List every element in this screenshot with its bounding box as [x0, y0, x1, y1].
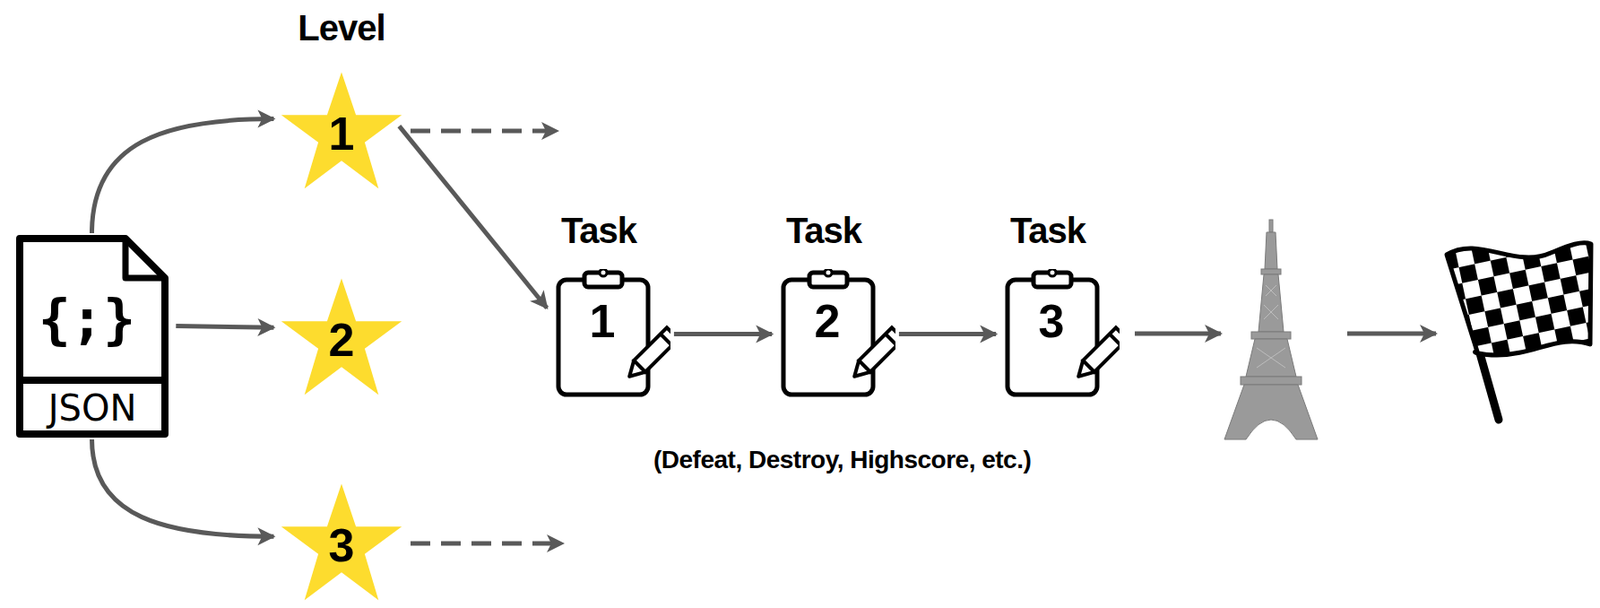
clipboard-body: [783, 279, 874, 395]
clipboard-body: [1007, 279, 1098, 395]
checkered-flag: [1446, 242, 1592, 355]
flow-arrow: [1134, 331, 1221, 337]
tower-legs: [1224, 384, 1318, 440]
dashed-arrow: [410, 129, 558, 134]
lattice-line: [1265, 285, 1277, 296]
task-heading: Task: [752, 208, 896, 252]
clipboard-ring: [824, 268, 832, 277]
dashed-arrow: [410, 541, 563, 546]
pencil: [848, 327, 896, 382]
tower-deck: [1251, 331, 1291, 339]
task-heading: Task: [976, 208, 1120, 252]
file-type-label: JSON: [19, 385, 165, 431]
pencil-band: [1109, 333, 1120, 346]
level-heading: Level: [242, 6, 441, 50]
clipboard-body: [558, 279, 649, 395]
task-number: 1: [564, 294, 640, 348]
lattice-line: [1265, 285, 1277, 296]
level-node: 2: [278, 276, 405, 398]
tower-lattice: [1256, 285, 1286, 368]
level-node: 3: [278, 482, 405, 603]
tower-deck: [1240, 376, 1302, 385]
level-number: 1: [278, 106, 405, 161]
tower-spire: [1269, 219, 1273, 233]
task-examples-note: (Defeat, Destroy, Highscore, etc.): [653, 444, 1031, 476]
lattice-line: [1263, 304, 1279, 320]
file-fold: [125, 238, 165, 278]
flow-connector: [899, 331, 996, 337]
pencil: [1072, 327, 1120, 382]
pencil-band: [885, 333, 896, 346]
level-node: Level1: [278, 70, 405, 191]
pencil-band: [660, 333, 671, 346]
json-file-node: {;} JSON: [12, 233, 172, 440]
pencil-tip: [623, 360, 646, 382]
flow-connector: [92, 439, 275, 537]
flow-connector: [175, 326, 274, 329]
eiffel-tower: [1224, 219, 1318, 440]
task-node: Task2: [778, 208, 896, 399]
task-node: Task1: [553, 208, 671, 399]
task-number: 2: [789, 294, 865, 348]
lattice-line: [1256, 347, 1286, 368]
level-number: 3: [278, 518, 405, 572]
brace-symbol: {;}: [19, 285, 155, 354]
file-divider: [19, 376, 165, 384]
pencil: [623, 327, 671, 382]
tower-top: [1264, 232, 1278, 269]
pencil-tip: [848, 360, 871, 382]
level-number: 2: [278, 312, 405, 367]
lattice-line: [1263, 304, 1279, 320]
flow-arrow: [1347, 331, 1436, 337]
task-node: Task3: [1003, 208, 1120, 399]
flow-connector: [398, 126, 547, 309]
tower-lower: [1245, 338, 1297, 377]
lattice-line: [1256, 347, 1286, 368]
task-heading: Task: [527, 208, 671, 252]
pencil-tip: [1072, 360, 1095, 382]
flow-connector: [92, 119, 275, 234]
clipboard-ring: [599, 268, 607, 277]
file-outline: [19, 238, 165, 434]
clipboard-ring: [1048, 268, 1056, 277]
task-number: 3: [1013, 294, 1090, 348]
tower-middle: [1258, 274, 1284, 332]
tower-deck: [1261, 268, 1281, 275]
flow-connector: [674, 331, 772, 337]
